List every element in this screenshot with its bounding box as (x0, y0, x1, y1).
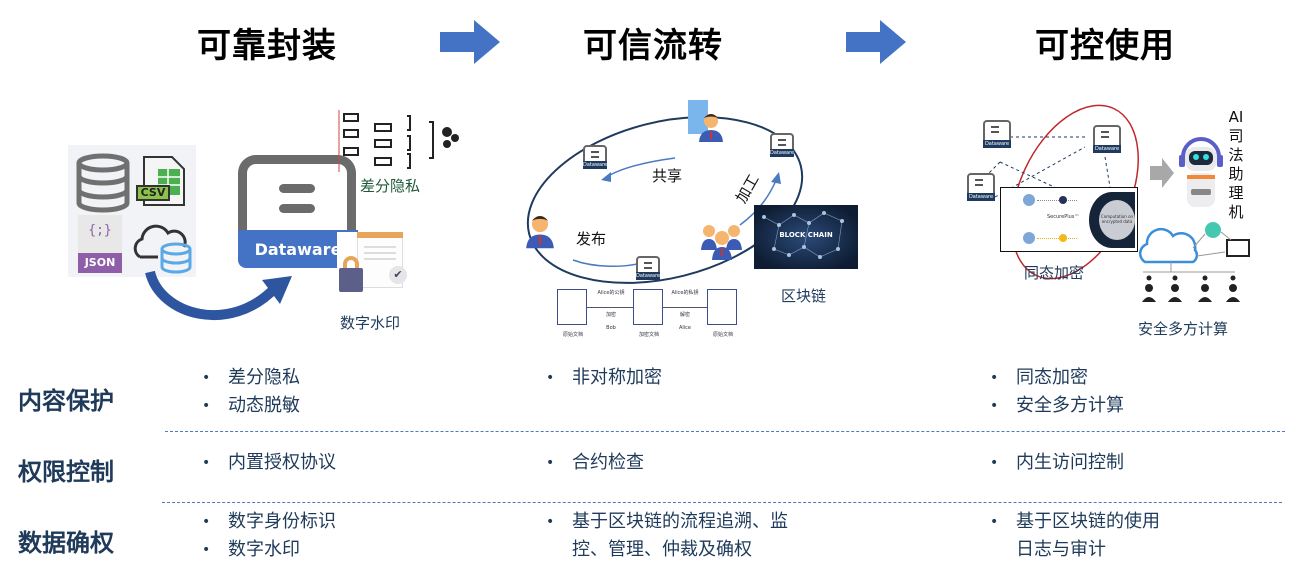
permission-control-use-list: 内生访问控制 (990, 449, 1124, 477)
flow-arrow-icon (846, 20, 906, 64)
list-item: 安全多方计算 (990, 392, 1124, 420)
json-file-icon: {;} JSON (78, 215, 122, 273)
dataware-container-icon (238, 155, 356, 233)
data-rights-encapsulation-list: 数字身份标识 数字水印 (202, 508, 336, 564)
dataware-node-icon: Dataware (967, 173, 995, 201)
differential-privacy-caption: 差分隐私 (360, 177, 421, 195)
row-divider (162, 502, 1282, 503)
list-item: 基于区块链的使用 (990, 508, 1160, 536)
share-label: 共享 (652, 167, 683, 185)
list-item: 内置授权协议 (202, 449, 336, 477)
dataware-node-icon: Dataware (1093, 125, 1121, 153)
list-item: 内生访问控制 (990, 449, 1124, 477)
mpc-caption: 安全多方计算 (1138, 320, 1229, 338)
publisher-person-icon (526, 216, 554, 249)
list-item: 基于区块链的流程追溯、监 (546, 508, 788, 536)
dataware-node-icon: Dataware (636, 256, 660, 280)
list-item-continuation: 控、管理、仲裁及确权 (572, 539, 752, 560)
building-icon (688, 100, 708, 134)
ai-judicial-assistant-label: AI 司 法 助 理 机 (1228, 108, 1244, 221)
arrow-right-icon (1150, 158, 1174, 188)
dataware-node-icon: Dataware (770, 133, 794, 157)
asymmetric-encryption-diagram: 原始文档 加密文档 原始文档 Alice的公钥 Alice的私钥 加密 解密 B… (555, 287, 745, 343)
blockchain-image: BLOCK CHAIN (754, 205, 858, 269)
ai-robot-icon (1179, 137, 1223, 207)
circulation-cycle-diagram (526, 116, 804, 284)
data-rights-circulation-list: 基于区块链的流程追溯、监 控、管理、仲裁及确权 (546, 508, 788, 564)
content-protection-encapsulation-list: 差分隐私 动态脱敏 (202, 364, 300, 420)
permission-control-circulation-list: 合约检查 (546, 449, 644, 477)
digital-watermark-icon: ✔ (337, 232, 427, 297)
person-icon (699, 114, 723, 142)
flow-arrow-icon (440, 20, 500, 64)
encapsulate-curve-arrow-icon (145, 270, 292, 320)
content-protection-use-list: 同态加密 安全多方计算 (990, 364, 1124, 420)
content-protection-circulation-list: 非对称加密 (546, 364, 662, 392)
csv-label: CSV (136, 185, 170, 201)
permission-control-encapsulation-list: 内置授权协议 (202, 449, 336, 477)
stage-title-trusted-circulation: 可信流转 (583, 26, 723, 66)
list-item: 同态加密 (990, 364, 1124, 392)
publish-label: 发布 (576, 230, 607, 248)
dataware-node-icon: Dataware (983, 120, 1011, 148)
blockchain-caption: 区块链 (781, 287, 827, 305)
stage-title-controlled-use: 可控使用 (1035, 26, 1175, 66)
secure-plus-panel: SecurePlus™ Computation on encrypted dat… (1000, 187, 1138, 252)
row-label-permission-control: 权限控制 (18, 458, 114, 486)
list-item: 数字水印 (202, 536, 336, 564)
list-item: 非对称加密 (546, 364, 662, 392)
stage-title-reliable-encapsulation: 可靠封装 (197, 26, 337, 66)
cloud-database-icon (133, 224, 192, 274)
data-rights-use-list: 基于区块链的使用 日志与审计 (990, 508, 1160, 564)
multi-party-computation-icon (1138, 222, 1250, 302)
data-sources-panel: CSV {;} JSON (68, 145, 196, 277)
database-icon (76, 153, 130, 213)
digital-watermark-caption: 数字水印 (340, 314, 401, 332)
list-item: 合约检查 (546, 449, 644, 477)
json-label: JSON (78, 253, 122, 273)
row-divider (165, 431, 1285, 432)
dataware-node-icon: Dataware (583, 145, 607, 169)
list-item: 数字身份标识 (202, 508, 336, 536)
csv-file-icon: CSV (136, 155, 188, 211)
group-people-icon (701, 225, 742, 260)
row-label-data-rights: 数据确权 (18, 529, 114, 557)
differential-privacy-icon (338, 110, 459, 172)
list-item: 差分隐私 (202, 364, 300, 392)
row-label-content-protection: 内容保护 (18, 387, 114, 415)
list-item-continuation: 日志与审计 (1016, 539, 1106, 560)
list-item: 动态脱敏 (202, 392, 300, 420)
homomorphic-encryption-caption: 同态加密 (1024, 264, 1085, 282)
